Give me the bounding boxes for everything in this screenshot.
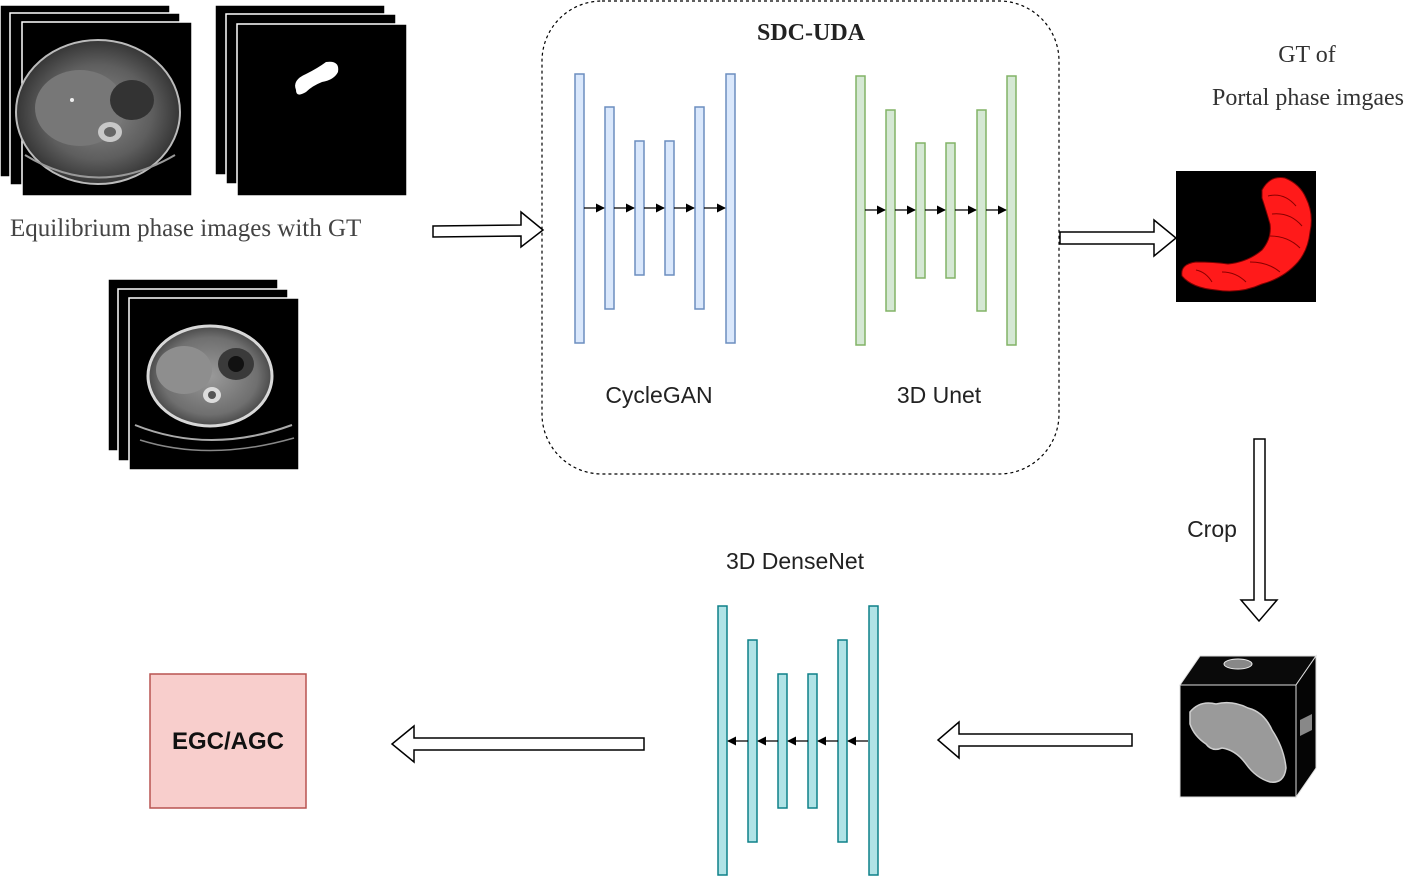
unet-layer	[855, 75, 866, 346]
cyclegan-layer	[725, 73, 736, 344]
densenet-layer	[777, 673, 788, 809]
cyclegan-network	[574, 73, 736, 344]
unet-layer	[945, 142, 956, 279]
densenet-layer	[747, 639, 758, 843]
result-label: EGC/AGC	[172, 728, 284, 755]
arrow-densenet-to-result	[390, 724, 645, 764]
arrow-input-to-sdc-uda	[432, 210, 545, 249]
unet-label: 3D Unet	[897, 382, 982, 408]
densenet-network	[717, 605, 879, 876]
densenet-layer	[717, 605, 728, 876]
cyclegan-layer	[634, 140, 645, 276]
gt-output-title-line1: GT of	[1278, 42, 1336, 68]
densenet-layer	[837, 639, 848, 843]
unet-layer	[1006, 75, 1017, 346]
densenet-layer	[807, 673, 818, 809]
cyclegan-label: CycleGAN	[605, 382, 712, 408]
ct-slice-image	[15, 39, 181, 185]
unet-layer	[915, 142, 926, 279]
cyclegan-layer	[604, 106, 615, 310]
portal-ct-stack	[107, 278, 300, 471]
unet-network	[855, 75, 1017, 346]
cropped-stomach-volume	[1189, 701, 1287, 783]
ct-slice-image	[134, 324, 295, 452]
densenet-layer	[868, 605, 879, 876]
sdc-uda-box	[541, 0, 1060, 475]
red-stomach-mask	[1181, 177, 1312, 292]
cyclegan-layer	[664, 140, 675, 276]
portal-gt-mask-image	[1176, 171, 1316, 302]
result-box	[149, 673, 307, 809]
sdc-uda-title: SDC-UDA	[757, 20, 866, 46]
densenet-label: 3D DenseNet	[726, 548, 865, 574]
unet-layer	[885, 109, 896, 312]
cyclegan-layer	[574, 73, 585, 344]
arrow-sdc-uda-to-gt	[1059, 218, 1178, 258]
cyclegan-layer	[694, 106, 705, 310]
gt-output-title-line2: Portal phase imgaes	[1212, 85, 1404, 111]
input-caption: Equilibrium phase images with GT	[10, 215, 361, 242]
crop-label: Crop	[1187, 516, 1237, 542]
arrow-gt-to-crop	[1239, 438, 1279, 623]
gt-mask-blob	[295, 61, 339, 95]
equilibrium-ct-stack	[0, 4, 193, 197]
arrow-crop-to-densenet	[936, 720, 1133, 760]
gt-mask-stack	[214, 4, 408, 197]
cropped-3d-volume	[1179, 654, 1317, 799]
unet-layer	[976, 109, 987, 312]
